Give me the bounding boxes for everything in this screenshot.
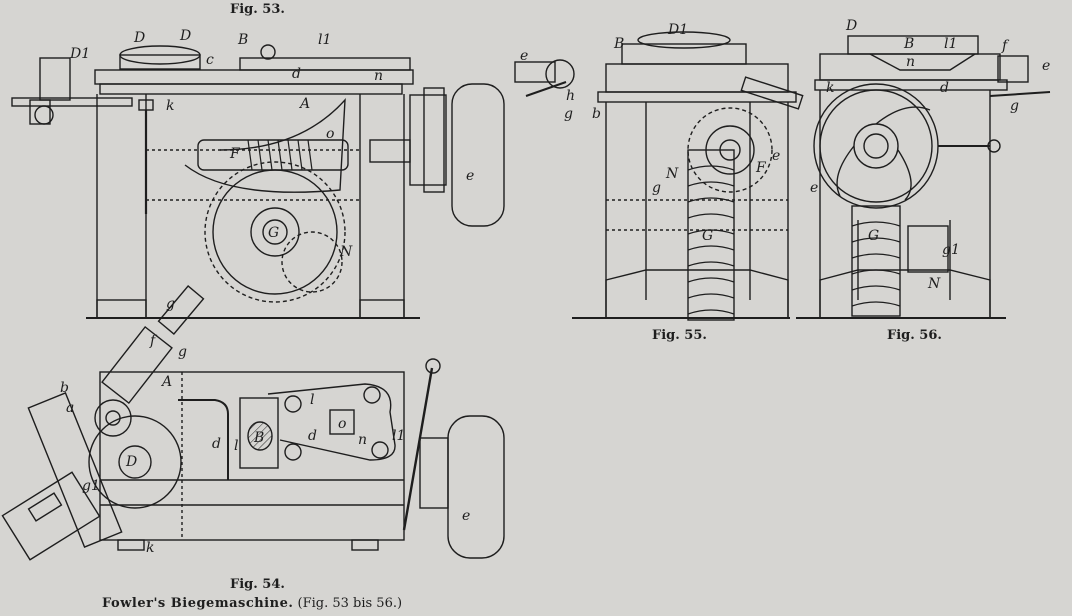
- letter-fig56-g: g: [1010, 98, 1019, 114]
- letter-fig53-A: A: [298, 96, 310, 112]
- letter-fig53-D: D: [179, 28, 191, 44]
- letter-fig54-A: A: [160, 374, 172, 390]
- figure-letter-annotations: D1 D D B l1 c d n A k F o G N e g f g b …: [60, 18, 1050, 556]
- letter-fig53-d: d: [292, 66, 301, 82]
- letter-fig54-D: D: [125, 454, 137, 470]
- letter-fig54-g1: g1: [82, 478, 100, 494]
- letter-fig53-n: n: [374, 68, 383, 84]
- fig53-label: Fig. 53.: [230, 2, 285, 17]
- letter-fig53-D1: D1: [69, 46, 90, 62]
- letter-fig53-o: o: [326, 126, 334, 142]
- letter-fig54-n: n: [358, 432, 367, 448]
- letter-fig56-e: e: [1042, 58, 1050, 74]
- letter-fig54-k: k: [146, 540, 154, 556]
- letter-fig55-h: h: [566, 88, 575, 104]
- letter-fig55-G: G: [702, 228, 713, 244]
- letter-fig56-D: D: [845, 18, 857, 34]
- letter-fig56-G: G: [868, 228, 879, 244]
- letter-fig54-b: b: [60, 380, 69, 396]
- letter-fig55-e: e: [772, 148, 780, 164]
- fig56-label: Fig. 56.: [887, 328, 942, 343]
- letter-fig54-a: a: [66, 400, 74, 416]
- letter-fig53-F: F: [229, 146, 241, 162]
- letter-fig55-B: B: [613, 36, 624, 52]
- letter-fig55-b: b: [592, 106, 601, 122]
- letter-fig53-e: e: [466, 168, 474, 184]
- letter-fig55-g: g: [652, 180, 661, 196]
- letter-fig56-l1: l1: [944, 36, 957, 52]
- letter-fig53-c: c: [206, 52, 214, 68]
- letter-fig55-g: g: [564, 106, 573, 122]
- letter-fig54-g: g: [178, 344, 187, 360]
- letter-fig56-B: B: [903, 36, 914, 52]
- fig55-label: Fig. 55.: [652, 328, 707, 343]
- fig53-drawing: [11, 44, 505, 319]
- letter-fig54-l1: l1: [392, 428, 405, 444]
- fig55-drawing: [514, 31, 804, 321]
- letter-fig54-f: f: [149, 333, 158, 349]
- letter-fig56-k: k: [826, 80, 834, 96]
- letter-fig56-N: N: [927, 276, 941, 292]
- fig56-drawing: [796, 35, 1051, 319]
- letter-fig54-d: d: [212, 436, 221, 452]
- letter-fig54-e: e: [462, 508, 470, 524]
- letter-fig53-G: G: [268, 225, 279, 241]
- letter-fig55-F: F: [755, 160, 767, 176]
- letter-fig56-f: f: [1001, 38, 1010, 54]
- letter-fig53-l1: l1: [318, 32, 331, 48]
- letter-fig53-k: k: [166, 98, 174, 114]
- letter-fig56-g1: g1: [942, 242, 960, 258]
- plate-caption: Fowler's Biegemaschine. (Fig. 53 bis 56.…: [102, 596, 402, 611]
- caption-machine-name: Fowler's Biegemaschine.: [102, 596, 294, 611]
- letter-fig54-l: l: [310, 392, 314, 408]
- letter-fig54-d: d: [308, 428, 317, 444]
- letter-fig53-N: N: [339, 244, 353, 260]
- letter-fig53-D: D: [133, 30, 145, 46]
- letter-fig54-B: B: [253, 430, 264, 446]
- letter-fig56-e: e: [810, 180, 818, 196]
- letter-fig53-B: B: [237, 32, 248, 48]
- letter-fig54-l: l: [234, 438, 238, 454]
- caption-figure-range: (Fig. 53 bis 56.): [297, 596, 403, 611]
- fig54-drawing: [1, 284, 505, 561]
- letter-fig55-N: N: [665, 166, 679, 182]
- fig54-label: Fig. 54.: [230, 577, 285, 592]
- letter-fig55-D1: D1: [667, 22, 688, 38]
- letter-fig54-o: o: [338, 416, 346, 432]
- letter-fig54-g: g: [166, 296, 175, 312]
- letter-fig56-n: n: [906, 54, 915, 70]
- letter-fig55-e: e: [520, 48, 528, 64]
- letter-fig56-d: d: [940, 80, 949, 96]
